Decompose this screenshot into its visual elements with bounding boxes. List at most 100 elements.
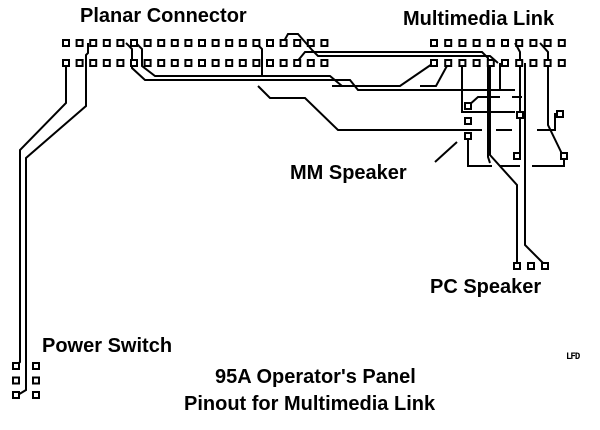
- title-line-2: Pinout for Multimedia Link: [184, 393, 436, 415]
- mm-speaker-pin: [464, 132, 472, 140]
- planar-pin: [279, 59, 288, 67]
- planar-pin: [320, 39, 329, 47]
- planar-pin: [211, 59, 220, 67]
- planar-pin: [306, 39, 315, 47]
- multimedia-link-pin: [543, 39, 552, 47]
- trace-mm-1: [461, 63, 515, 113]
- planar-pin: [116, 59, 125, 67]
- mm-speaker-label: MM Speaker: [290, 162, 407, 184]
- trace-power-a: [15, 63, 67, 367]
- planar-pin: [170, 39, 179, 47]
- planar-pin: [102, 39, 111, 47]
- planar-pin: [225, 39, 234, 47]
- planar-pin: [306, 59, 315, 67]
- trace-power-b: [15, 43, 89, 397]
- planar-pin: [293, 39, 302, 47]
- power-switch-pin: [32, 376, 40, 385]
- multimedia-link-pin: [557, 39, 566, 47]
- power-switch-pin: [12, 362, 20, 370]
- multimedia-link-pin: [444, 59, 453, 67]
- planar-pin: [75, 59, 84, 67]
- planar-pin: [102, 59, 111, 67]
- trace-planar-5: [295, 51, 491, 164]
- trace-planar-6: [257, 85, 463, 131]
- planar-pin: [62, 39, 70, 47]
- multimedia-link-pin: [501, 39, 509, 47]
- trace-mm-5: [489, 63, 518, 265]
- planar-pin: [211, 39, 220, 47]
- mm-speaker-pin: [464, 102, 472, 110]
- planar-pin: [157, 39, 166, 47]
- multimedia-link-pin: [430, 59, 438, 67]
- planar-pin: [252, 39, 261, 47]
- pc-speaker-pin: [513, 262, 521, 270]
- planar-pin: [89, 59, 98, 67]
- multimedia-link-pin: [529, 59, 538, 67]
- power-switch-label: Power Switch: [42, 335, 173, 357]
- planar-pin: [62, 59, 70, 67]
- planar-pin: [320, 59, 329, 67]
- planar-pin: [252, 59, 261, 67]
- planar-pin: [89, 39, 98, 47]
- planar-pin: [184, 39, 193, 47]
- planar-connector-label: Planar Connector: [80, 5, 247, 27]
- power-switch-pin: [12, 391, 20, 399]
- multimedia-link-pin: [458, 59, 467, 67]
- trace-planar-8: [420, 63, 449, 87]
- planar-pin: [170, 59, 179, 67]
- pc-speaker-pin: [527, 262, 535, 270]
- multimedia-link-label: Multimedia Link: [403, 8, 555, 30]
- multimedia-link-pin: [515, 59, 524, 67]
- planar-pin: [225, 59, 234, 67]
- trace-mmspk-a: [467, 96, 500, 107]
- multimedia-link-pin: [458, 39, 467, 47]
- junction-pad: [560, 152, 568, 160]
- trace-mm-6: [524, 63, 546, 266]
- junction-pad: [513, 152, 521, 160]
- multimedia-link-pin: [430, 39, 438, 47]
- multimedia-link-pin: [557, 59, 566, 67]
- trace-planar-4: [282, 33, 499, 64]
- planar-pin: [184, 59, 193, 67]
- planar-pin: [238, 39, 247, 47]
- title-line-1: 95A Operator's Panel: [215, 366, 416, 388]
- signature-mark: LFD: [566, 352, 580, 362]
- trace-mm-4: [539, 42, 565, 159]
- trace-mmspk-b: [467, 139, 492, 167]
- pc-speaker-label: PC Speaker: [430, 276, 542, 298]
- planar-pin: [293, 59, 302, 67]
- power-switch-pin: [32, 391, 40, 399]
- planar-pin: [130, 39, 138, 47]
- power-switch-pin: [12, 376, 20, 385]
- pads: [12, 39, 568, 399]
- multimedia-link-pin: [472, 59, 481, 67]
- planar-pin: [266, 59, 274, 67]
- planar-pin: [198, 39, 206, 47]
- pc-speaker-pin: [541, 262, 549, 270]
- multimedia-link-pin: [515, 39, 524, 47]
- planar-pin: [238, 59, 247, 67]
- junction-pad: [516, 111, 524, 119]
- planar-pin: [143, 59, 152, 67]
- planar-pin: [157, 59, 166, 67]
- multimedia-link-pin: [529, 39, 538, 47]
- planar-pin: [279, 39, 288, 47]
- trace-mmspk-f: [532, 160, 565, 167]
- trace-mm-leader: [434, 141, 458, 163]
- planar-pin: [75, 39, 84, 47]
- planar-pin: [266, 39, 274, 47]
- planar-pin: [143, 39, 152, 47]
- mm-speaker-pin: [464, 117, 472, 125]
- multimedia-link-pin: [486, 39, 495, 47]
- planar-pin: [198, 59, 206, 67]
- planar-pin: [116, 39, 125, 47]
- junction-pad: [556, 110, 564, 118]
- multimedia-link-pin: [501, 59, 509, 67]
- multimedia-link-pin: [472, 39, 481, 47]
- multimedia-link-pin: [543, 59, 552, 67]
- multimedia-link-pin: [486, 59, 495, 67]
- multimedia-link-pin: [444, 39, 453, 47]
- power-switch-pin: [32, 362, 40, 370]
